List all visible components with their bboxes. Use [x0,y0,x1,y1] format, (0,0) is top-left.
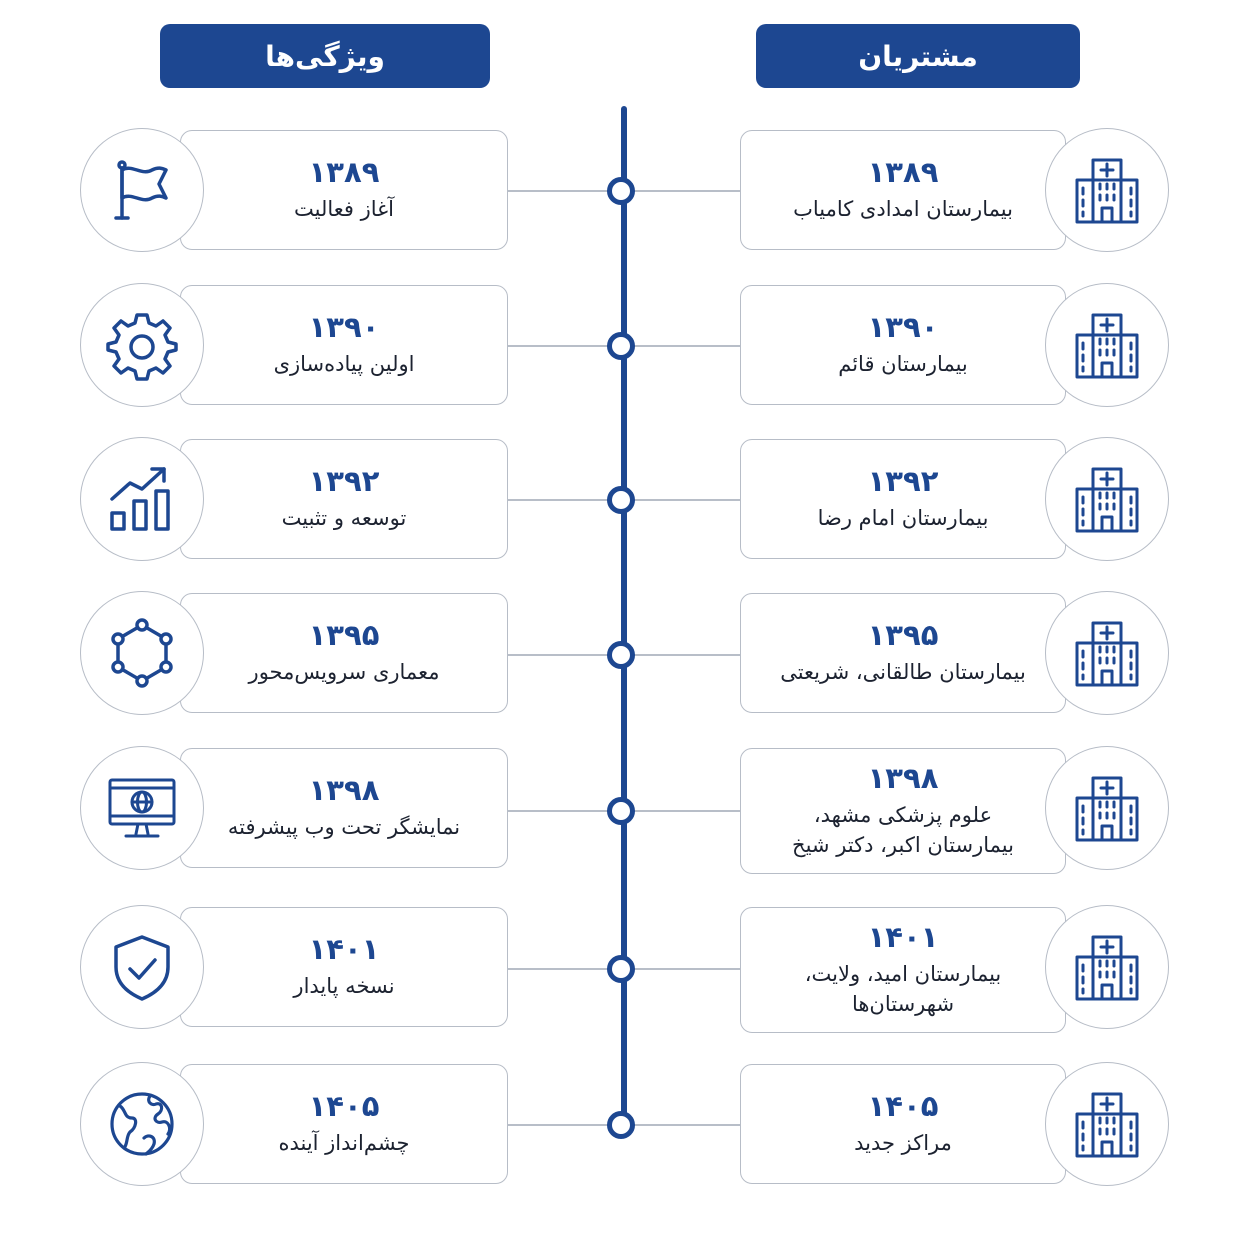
feature-label: اولین پیاده‌سازی [273,352,415,377]
timeline-node [607,641,635,669]
feature-card: ۱۴۰۵ چشم‌انداز آینده [180,1064,508,1184]
hospital-icon [1075,621,1139,687]
feature-icon-circle [80,1062,204,1186]
client-card: ۱۴۰۱ بیمارستان امید، ولایت، شهرستان‌ها [740,907,1066,1033]
timeline-node [607,332,635,360]
feature-year: ۱۳۹۸ [308,773,380,808]
client-card: ۱۳۹۰ بیمارستان قائم [740,285,1066,405]
feature-year: ۱۳۹۵ [308,618,380,653]
client-label: علوم پزشکی مشهد، بیمارستان اکبر، دکتر شی… [792,800,1014,861]
client-card: ۱۴۰۵ مراکز جدید [740,1064,1066,1184]
client-card: ۱۳۹۸ علوم پزشکی مشهد، بیمارستان اکبر، دک… [740,748,1066,874]
feature-label: آغاز فعالیت [294,197,394,222]
hospital-icon [1075,313,1139,379]
feature-label: نمایشگر تحت وب پیشرفته [227,815,461,840]
client-label-line: بیمارستان اکبر، دکتر شیخ [792,833,1014,858]
client-year: ۱۴۰۵ [867,1089,939,1124]
hexagon-network-icon [111,618,173,688]
client-year: ۱۳۹۵ [867,618,939,653]
feature-card: ۱۳۹۸ نمایشگر تحت وب پیشرفته [180,748,508,868]
timeline-node [607,955,635,983]
feature-label: چشم‌انداز آینده [278,1131,410,1156]
feature-label: توسعه و تثبیت [281,506,407,531]
client-icon-circle [1045,746,1169,870]
feature-icon-circle [80,283,204,407]
client-icon-circle [1045,1062,1169,1186]
timeline-spine [621,106,627,1130]
feature-card: ۱۳۸۹ آغاز فعالیت [180,130,508,250]
client-label: بیمارستان قائم [838,352,968,377]
flag-icon [114,160,168,220]
features-header: ویژگی‌ها [160,24,490,88]
gear-icon [106,313,178,381]
globe-icon [110,1092,174,1156]
client-label-line: شهرستان‌ها [851,992,955,1017]
feature-card: ۱۳۹۵ معماری سرویس‌محور [180,593,508,713]
client-label-line: بیمارستان امید، ولایت، [804,961,1002,986]
web-monitor-icon [108,778,176,838]
feature-icon-circle [80,746,204,870]
client-card: ۱۳۹۲ بیمارستان امام رضا [740,439,1066,559]
client-label: بیمارستان امام رضا [817,506,989,531]
feature-icon-circle [80,905,204,1029]
client-year: ۱۳۹۲ [867,464,939,499]
client-card: ۱۳۹۵ بیمارستان طالقانی، شریعتی [740,593,1066,713]
hospital-icon [1075,935,1139,1001]
client-label-line: علوم پزشکی مشهد، [813,802,993,827]
shield-check-icon [114,935,170,1001]
feature-year: ۱۴۰۱ [308,932,380,967]
hospital-icon [1075,776,1139,842]
client-year: ۱۳۸۹ [867,155,939,190]
feature-label: نسخه پایدار [293,974,395,999]
feature-label: معماری سرویس‌محور [248,660,440,685]
client-label: بیمارستان امدادی کامیاب [793,197,1013,222]
growth-chart-icon [110,467,170,531]
feature-year: ۱۳۹۰ [308,310,380,345]
timeline-node [607,797,635,825]
client-label: بیمارستان امید، ولایت، شهرستان‌ها [805,959,1002,1020]
feature-card: ۱۴۰۱ نسخه پایدار [180,907,508,1027]
client-label: بیمارستان طالقانی، شریعتی [780,660,1026,685]
feature-year: ۱۳۹۲ [308,464,380,499]
timeline-node [607,486,635,514]
feature-icon-circle [80,591,204,715]
client-year: ۱۳۹۰ [867,310,939,345]
feature-icon-circle [80,437,204,561]
feature-year: ۱۴۰۵ [308,1089,380,1124]
client-year: ۱۴۰۱ [867,920,939,955]
client-icon-circle [1045,905,1169,1029]
hospital-icon [1075,467,1139,533]
clients-header: مشتریان [756,24,1080,88]
timeline-node [607,1111,635,1139]
hospital-icon [1075,158,1139,224]
client-icon-circle [1045,591,1169,715]
feature-card: ۱۳۹۲ توسعه و تثبیت [180,439,508,559]
client-icon-circle [1045,128,1169,252]
feature-card: ۱۳۹۰ اولین پیاده‌سازی [180,285,508,405]
client-icon-circle [1045,437,1169,561]
hospital-icon [1075,1092,1139,1158]
feature-icon-circle [80,128,204,252]
timeline-node [607,177,635,205]
client-label: مراکز جدید [854,1131,952,1156]
feature-year: ۱۳۸۹ [308,155,380,190]
client-year: ۱۳۹۸ [867,761,939,796]
client-icon-circle [1045,283,1169,407]
client-card: ۱۳۸۹ بیمارستان امدادی کامیاب [740,130,1066,250]
